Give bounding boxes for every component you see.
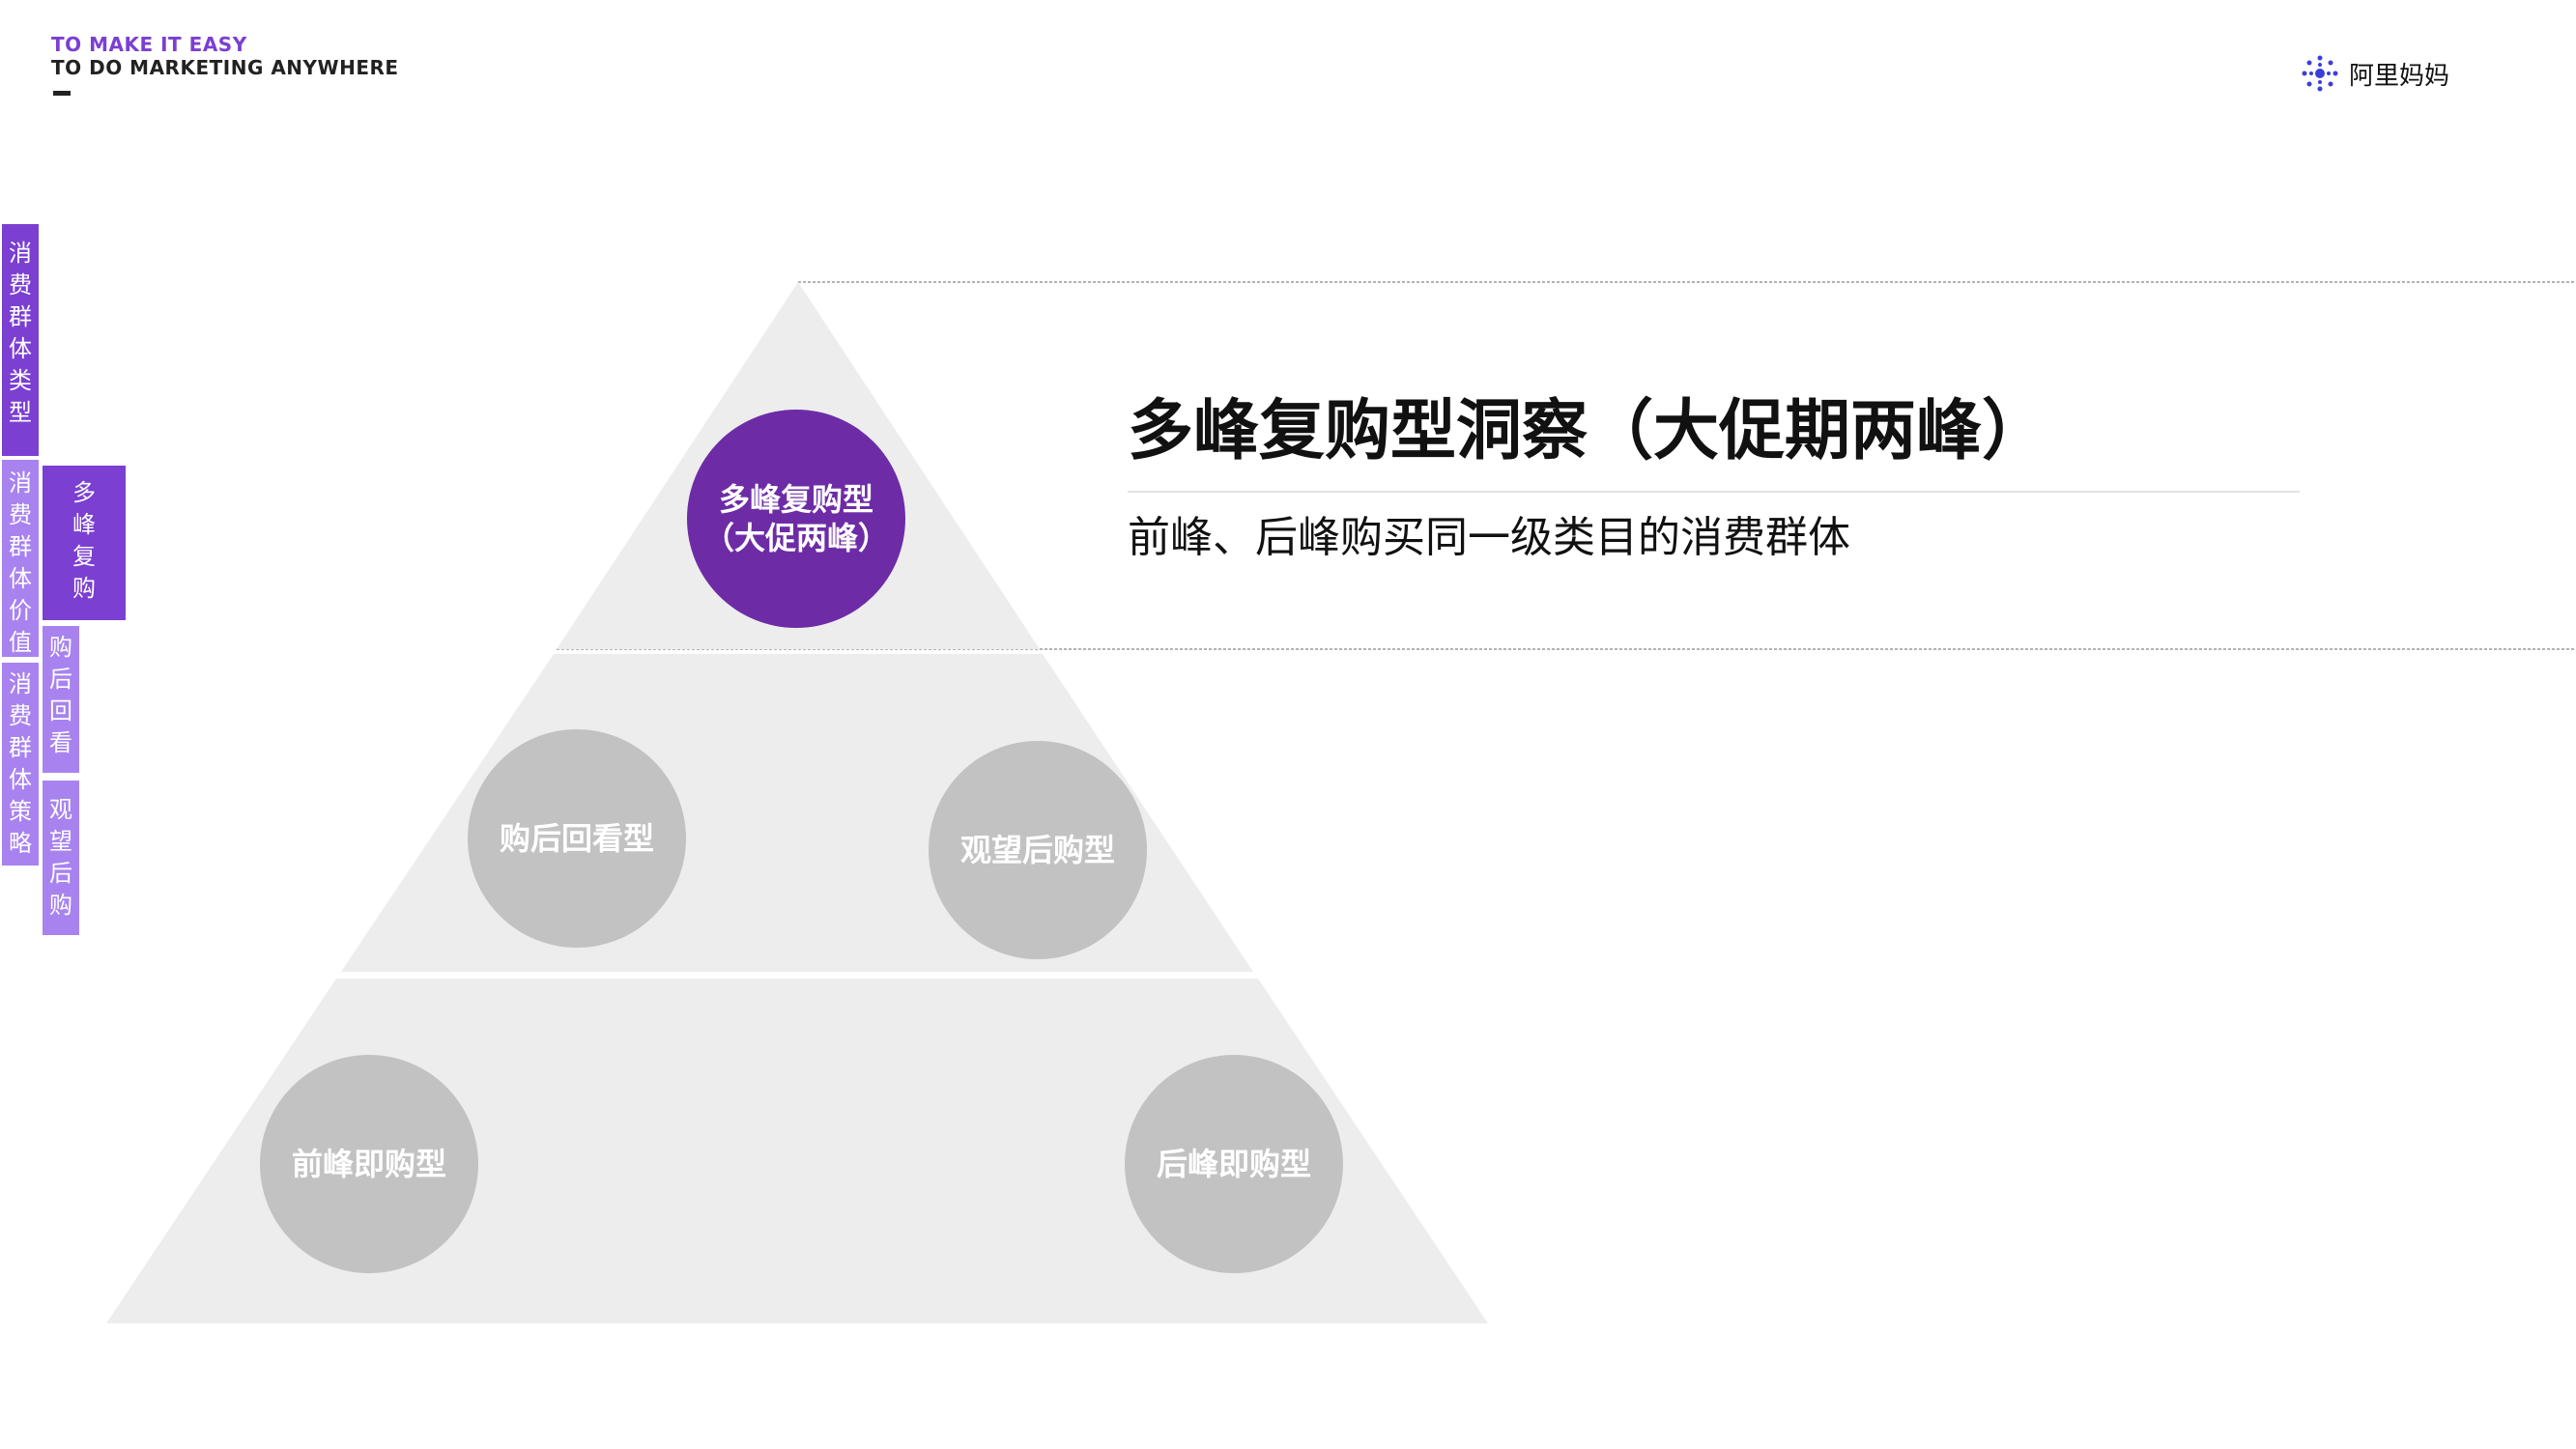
circle-label: 后峰即购型 <box>1156 1146 1311 1182</box>
circle-multipeak-repurchase[interactable]: 多峰复购型 （大促两峰） <box>687 410 905 628</box>
circle-watch-then-buy[interactable]: 观望后购型 <box>929 741 1147 959</box>
tagline-line-2: TO DO MARKETING ANYWHERE <box>51 56 399 79</box>
side-tab-consumer-strategy[interactable]: 消费群体策略 <box>2 663 39 866</box>
circle-early-peak-buy[interactable]: 前峰即购型 <box>260 1055 478 1273</box>
side-subtab-label: 观望后购 <box>49 796 72 919</box>
circle-label: 前峰即购型 <box>291 1146 446 1182</box>
brand-logo: 阿里妈妈 <box>2299 52 2449 95</box>
side-subtab-watch-buy[interactable]: 观望后购 <box>43 781 79 935</box>
side-subtab-after-look[interactable]: 购后回看 <box>43 626 79 773</box>
circle-label: 购后回看型 <box>499 820 654 857</box>
insight-subtitle: 前峰、后峰购买同一级类目的消费群体 <box>1128 513 1850 562</box>
alimama-logo-icon <box>2302 55 2338 92</box>
side-tab-consumer-types[interactable]: 消费群体类型 <box>2 224 39 456</box>
pyramid-tier-bottom <box>106 979 1488 1323</box>
side-subtab-label: 购后回看 <box>49 634 72 756</box>
tagline-line-1: TO MAKE IT EASY <box>51 33 247 56</box>
circle-label: 观望后购型 <box>959 832 1115 868</box>
side-subtab-label: 多峰复购 <box>72 479 96 602</box>
side-tab-label: 消费群体价值 <box>9 469 32 656</box>
side-subtab-multipeak[interactable]: 多峰复购 <box>43 466 126 620</box>
insight-title: 多峰复购型洞察（大促期两峰） <box>1128 393 2048 469</box>
side-tab-consumer-value[interactable]: 消费群体价值 <box>2 460 39 657</box>
circle-after-purchase-look[interactable]: 购后回看型 <box>468 729 686 948</box>
header-dash-divider <box>53 91 71 96</box>
side-tab-label: 消费群体策略 <box>9 670 32 857</box>
brand-name: 阿里妈妈 <box>2348 61 2449 91</box>
side-tab-label: 消费群体类型 <box>9 240 32 426</box>
circle-late-peak-buy[interactable]: 后峰即购型 <box>1125 1055 1343 1273</box>
circle-label: 多峰复购型 （大促两峰） <box>702 481 889 556</box>
